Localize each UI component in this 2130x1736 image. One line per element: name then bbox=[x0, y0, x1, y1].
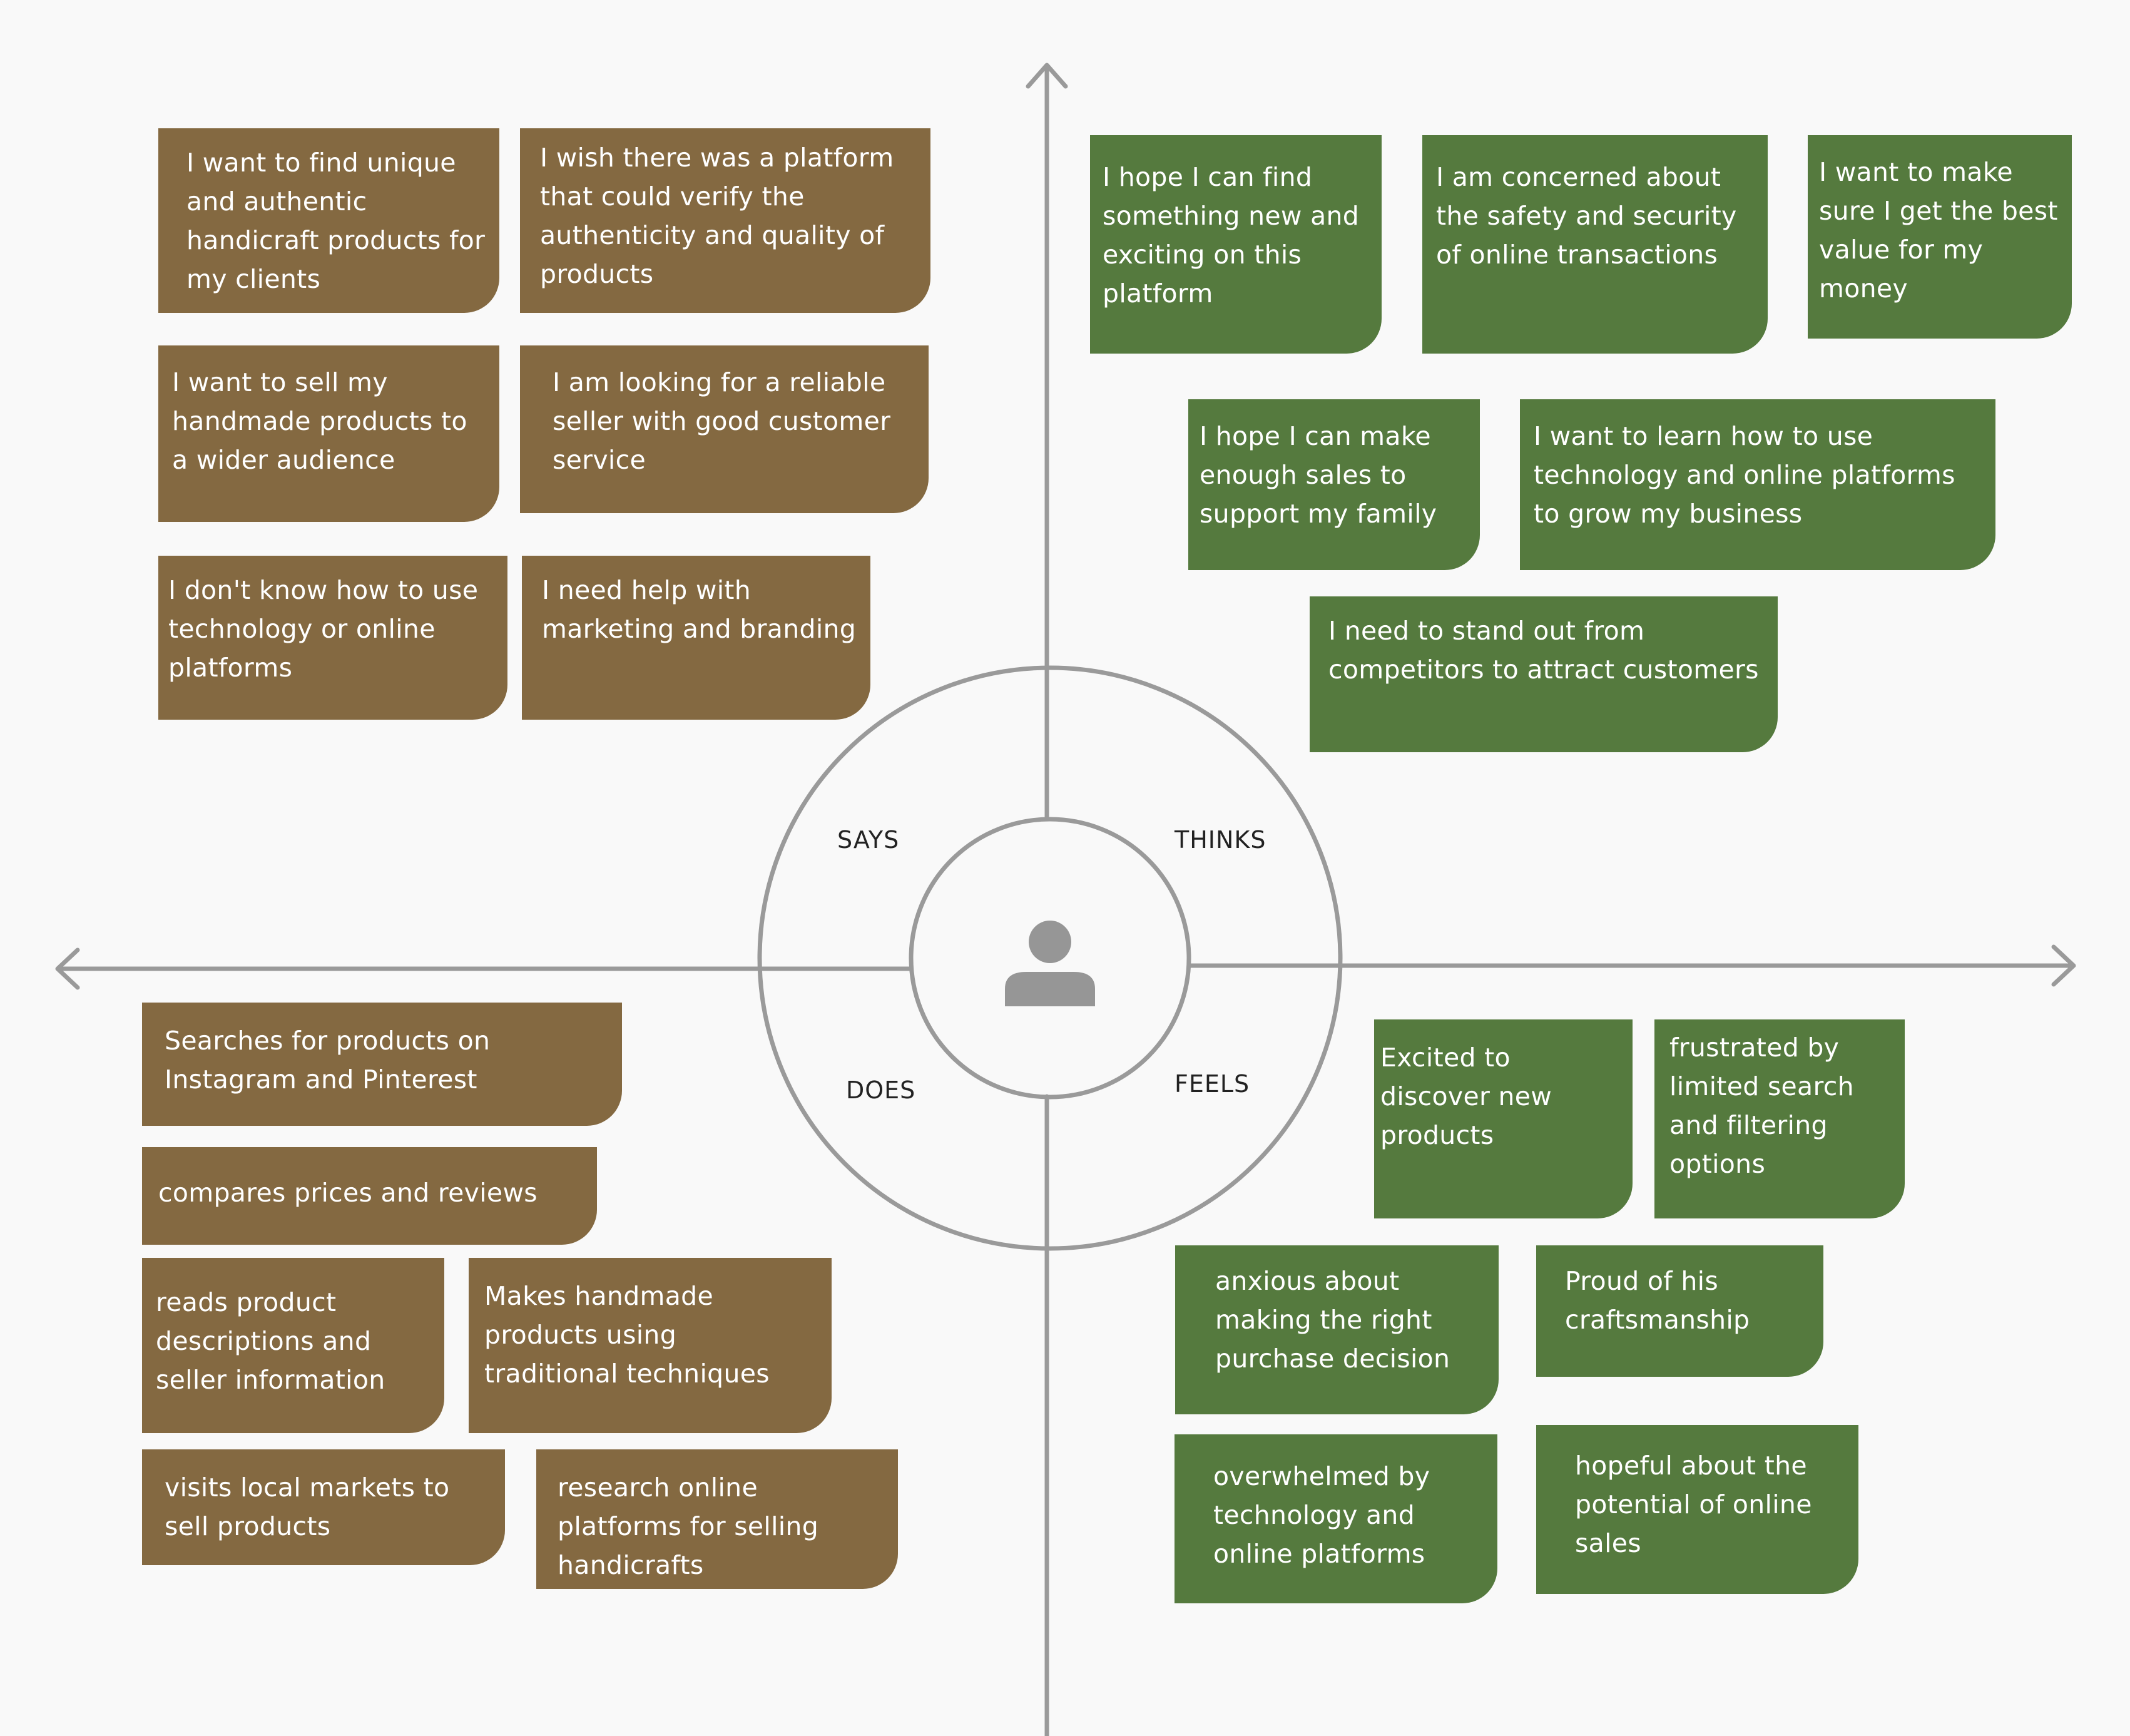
thinks-note: I need to stand out from competitors to … bbox=[1310, 596, 1778, 752]
says-note: I wish there was a platform that could v… bbox=[520, 128, 930, 313]
feels-note: overwhelmed by technology and online pla… bbox=[1175, 1434, 1497, 1603]
does-note: research online platforms for selling ha… bbox=[536, 1449, 898, 1589]
quadrant-label-does: DOES bbox=[846, 1076, 916, 1104]
does-note: Makes handmade products using traditiona… bbox=[469, 1258, 832, 1433]
arrow-left-icon bbox=[55, 947, 80, 990]
does-note: compares prices and reviews bbox=[142, 1147, 597, 1245]
thinks-note: I hope I can make enough sales to suppor… bbox=[1188, 399, 1480, 570]
says-note: I am looking for a reliable seller with … bbox=[520, 345, 929, 513]
user-avatar-icon bbox=[1005, 921, 1095, 1006]
inner-ring bbox=[909, 817, 1191, 1100]
says-note: I don't know how to use technology or on… bbox=[158, 556, 507, 720]
feels-note: Excited to discover new products bbox=[1374, 1019, 1633, 1218]
thinks-note: I hope I can find something new and exci… bbox=[1090, 135, 1382, 354]
feels-note: frustrated by limited search and filteri… bbox=[1654, 1019, 1905, 1218]
does-note: Searches for products on Instagram and P… bbox=[142, 1003, 622, 1126]
quadrant-label-thinks: THINKS bbox=[1175, 826, 1266, 854]
arrow-right-icon bbox=[2051, 944, 2076, 987]
quadrant-label-feels: FEELS bbox=[1175, 1070, 1250, 1098]
says-note: I want to sell my handmade products to a… bbox=[158, 345, 499, 522]
does-note: reads product descriptions and seller in… bbox=[142, 1258, 444, 1433]
quadrant-label-says: SAYS bbox=[837, 826, 900, 854]
does-note: visits local markets to sell products bbox=[142, 1449, 505, 1565]
thinks-note: I want to make sure I get the best value… bbox=[1808, 135, 2072, 339]
feels-note: anxious about making the right purchase … bbox=[1175, 1245, 1499, 1414]
thinks-note: I want to learn how to use technology an… bbox=[1520, 399, 1995, 570]
feels-note: hopeful about the potential of online sa… bbox=[1536, 1425, 1858, 1594]
feels-note: Proud of his craftsmanship bbox=[1536, 1245, 1823, 1377]
thinks-note: I am concerned about the safety and secu… bbox=[1422, 135, 1768, 354]
outer-ring bbox=[757, 665, 1343, 1251]
arrow-up-icon bbox=[1026, 63, 1068, 89]
says-note: I need help with marketing and branding bbox=[522, 556, 870, 720]
says-note: I want to find unique and authentic hand… bbox=[158, 128, 499, 313]
